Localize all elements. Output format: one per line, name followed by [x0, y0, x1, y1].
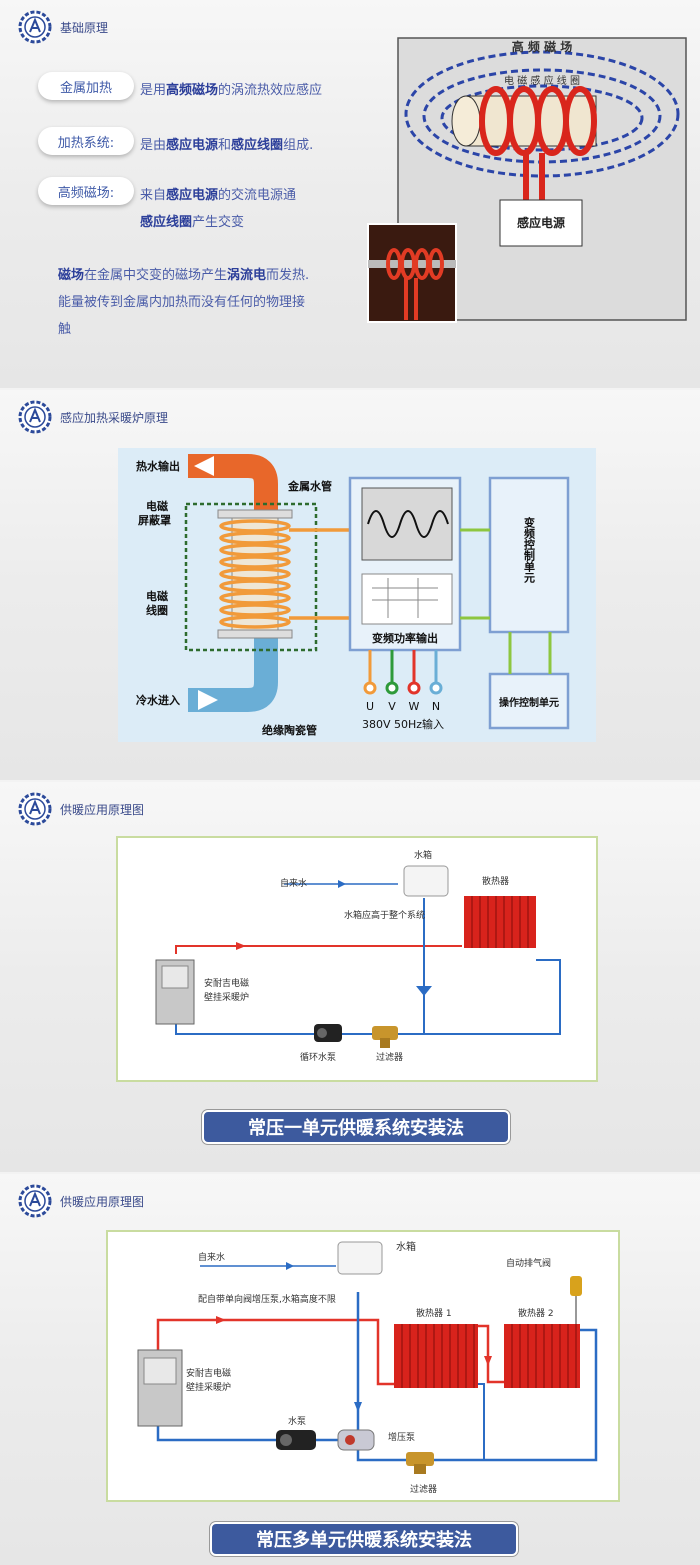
circulation-pump-icon: [314, 1024, 342, 1042]
section-header: 供暖应用原理图: [18, 1184, 144, 1218]
booster-pump-icon: [337, 1429, 375, 1451]
operation-label: 操作控制单元: [499, 696, 559, 709]
auto-vent-icon: [570, 1276, 582, 1296]
filter-icon: [406, 1452, 434, 1474]
eddy-paragraph-2: 能量被传到金属内加热而没有任何的物理接: [58, 295, 306, 310]
shield-label-1: 电磁: [146, 499, 168, 513]
vent-label: 自动排气阀: [506, 1257, 551, 1269]
boiler-label-2: 壁挂采暖炉: [186, 1381, 231, 1393]
section-title: 供暖应用原理图: [60, 1194, 145, 1209]
boiler-icon: [137, 1349, 183, 1427]
company-logo-icon: [18, 1184, 52, 1218]
field-label: 高 频 磁 场: [512, 39, 573, 54]
input-label: 380V 50Hz输入: [362, 717, 444, 731]
boiler-icon: [155, 959, 195, 1025]
cold-in-label: 冷水进入: [136, 693, 180, 707]
company-logo-icon: [18, 400, 52, 434]
section-title: 感应加热采暖炉原理: [60, 410, 169, 425]
radiator-1-icon: [394, 1324, 478, 1388]
water-tank-icon: [337, 1241, 383, 1275]
coil-windings: [219, 519, 350, 629]
filter-label: 过滤器: [376, 1051, 403, 1063]
section-header: 基础原理: [18, 10, 108, 44]
radiator-2-label: 散热器 2: [518, 1307, 554, 1319]
power-out-label: 变频功率输出: [372, 631, 438, 645]
ceramic-label: 绝缘陶瓷管: [262, 723, 317, 737]
radiator-label: 散热器: [482, 875, 509, 887]
coil-label-1: 电磁: [146, 589, 168, 603]
phase-v: V: [388, 700, 396, 713]
metal-heating-text: 是用高频磁场的涡流热效应感应: [140, 83, 323, 98]
hot-out-label: 热水输出: [136, 459, 180, 473]
phase-w: W: [409, 700, 420, 713]
pump-label: 水泵: [288, 1415, 306, 1427]
pump-label: 循环水泵: [300, 1051, 336, 1063]
radiator-icon: [464, 896, 536, 948]
section-title: 供暖应用原理图: [60, 802, 145, 817]
water-tank-icon: [403, 865, 449, 897]
company-logo-icon: [18, 10, 52, 44]
multi-unit-diagram: 水箱 自来水 配自带单向阀增压泵,水箱高度不限 自动排气阀 散热器 1 散热器 …: [106, 1230, 620, 1502]
boiler-label-1: 安耐吉电磁: [186, 1367, 231, 1379]
power-label: 感应电源: [517, 215, 565, 230]
booster-note: 配自带单向阀增压泵,水箱高度不限: [198, 1293, 336, 1305]
filter-label: 过滤器: [410, 1483, 437, 1495]
boiler-label-2: 壁挂采暖炉: [204, 991, 249, 1003]
section-header: 感应加热采暖炉原理: [18, 400, 168, 434]
coil-label: 电 磁 感 应 线 圈: [504, 74, 580, 87]
tank-note: 水箱应高于整个系统: [344, 909, 425, 921]
booster-label: 增压泵: [388, 1431, 415, 1443]
section-basic-principle: 基础原理 金属加热 是用高频磁场的涡流热效应感应 加热系统: 是由感应电源和感应…: [0, 0, 700, 388]
shield-label-2: 屏蔽罩: [138, 513, 171, 527]
section-header: 供暖应用原理图: [18, 792, 144, 826]
water-pump-icon: [276, 1430, 316, 1450]
heating-system-text: 是由感应电源和感应线圈组成.: [140, 138, 314, 153]
phase-connectors: [363, 650, 443, 695]
furnace-diagram: 热水输出 冷水进入 金属水管 电磁 屏蔽罩 电磁 线圈 绝缘陶瓷管 变频功率输出…: [118, 448, 596, 742]
pill-hf-field: 高频磁场:: [38, 177, 134, 205]
boiler-label-1: 安耐吉电磁: [204, 977, 249, 989]
control-label: 变频控制单元: [523, 516, 536, 584]
hf-field-text-2: 感应线圈产生交变: [140, 215, 245, 230]
banner-single-unit: 常压一单元供暖系统安装法: [202, 1110, 510, 1144]
section-single-unit: 供暖应用原理图: [0, 782, 700, 1172]
tank-label: 水箱: [396, 1240, 416, 1253]
tap-label: 自来水: [280, 877, 307, 889]
phase-u: U: [366, 700, 374, 713]
radiator-2-icon: [504, 1324, 580, 1388]
tap-label: 自来水: [198, 1251, 225, 1263]
eddy-paragraph-3: 触: [58, 322, 72, 337]
radiator-1-label: 散热器 1: [416, 1307, 452, 1319]
phase-n: N: [432, 700, 440, 713]
shield-box: [184, 502, 318, 652]
section-furnace-principle: 感应加热采暖炉原理 热水输出 冷水进入 金属水管: [0, 390, 700, 780]
coil-label-2: 线圈: [146, 603, 168, 617]
pill-metal-heating: 金属加热: [38, 72, 134, 100]
company-logo-icon: [18, 792, 52, 826]
hf-field-text-1: 来自感应电源的交流电源通: [140, 188, 297, 203]
pill-heating-system: 加热系统:: [38, 127, 134, 155]
single-unit-diagram: 水箱 自来水 水箱应高于整个系统 散热器 安耐吉电磁 壁挂采暖炉 循环水泵 过滤…: [116, 836, 598, 1082]
section-title: 基础原理: [60, 20, 109, 35]
induction-diagram: 高 频 磁 场 电 磁 感 应 线 圈 感应电源: [367, 37, 687, 323]
tank-label: 水箱: [414, 849, 432, 861]
banner-multi-unit: 常压多单元供暖系统安装法: [210, 1522, 518, 1556]
coil-icon: [479, 86, 597, 201]
pipe-label: 金属水管: [287, 479, 332, 493]
eddy-paragraph-1: 磁场在金属中交变的磁场产生涡流电而发热.: [58, 268, 310, 283]
filter-icon: [372, 1026, 398, 1048]
section-multi-unit: 供暖应用原理图: [0, 1174, 700, 1565]
